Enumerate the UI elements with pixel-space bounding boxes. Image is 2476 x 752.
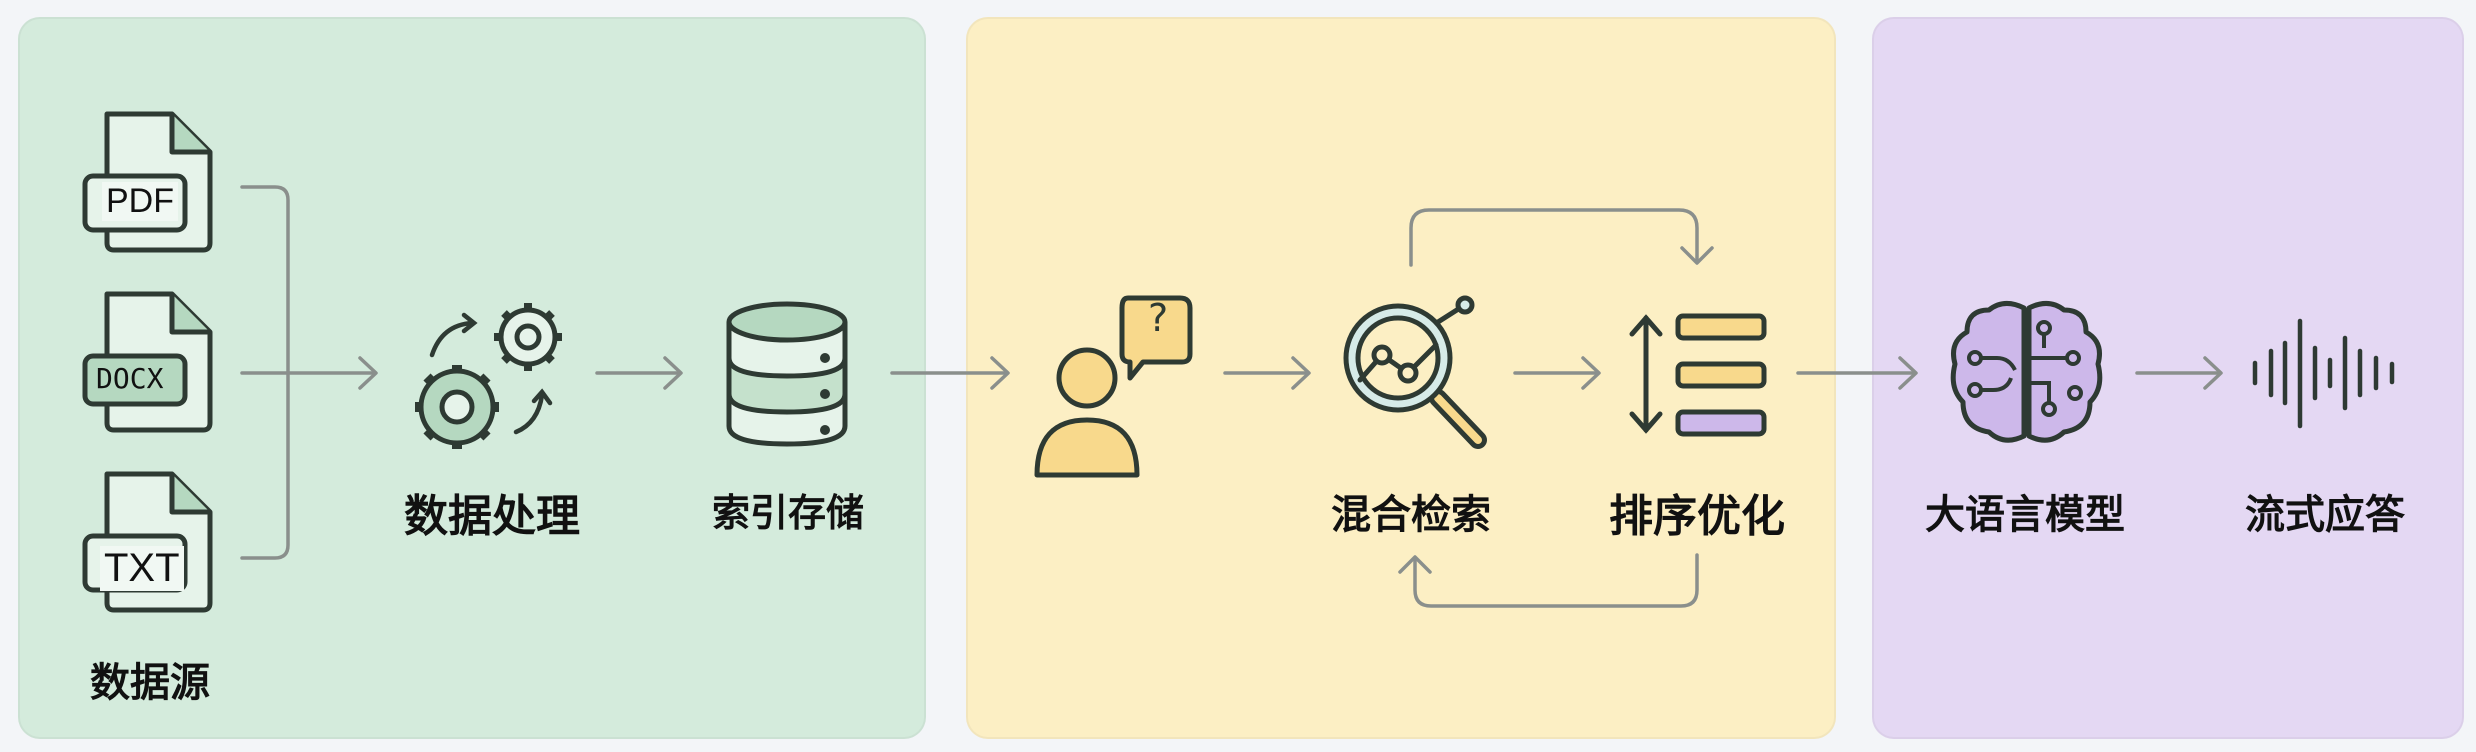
streaming-label: 流式应答 (2245, 492, 2405, 538)
index-storage-label: 索引存储 (711, 491, 865, 535)
hybrid-search-icon (1343, 295, 1487, 449)
llm-label: 大语言模型 (1925, 492, 2125, 538)
question-mark: ? (1148, 296, 1169, 340)
database-icon (726, 301, 848, 447)
file-label-txt: TXT (100, 546, 184, 591)
data-source-label: 数据源 (90, 660, 210, 706)
hybrid-retrieval-label: 混合检索 (1331, 492, 1491, 538)
processing-label: 数据处理 (404, 491, 580, 542)
file-label-docx: DOCX (96, 362, 164, 395)
user-question-icon (1034, 295, 1193, 478)
docx-file-icon (82, 291, 213, 433)
file-label-pdf: PDF (102, 182, 178, 221)
gears-icon (415, 303, 562, 449)
rerank-icon (1629, 313, 1767, 437)
waveform-icon (2252, 318, 2395, 429)
brain-icon (1950, 301, 2103, 443)
rerank-label: 排序优化 (1609, 491, 1785, 542)
